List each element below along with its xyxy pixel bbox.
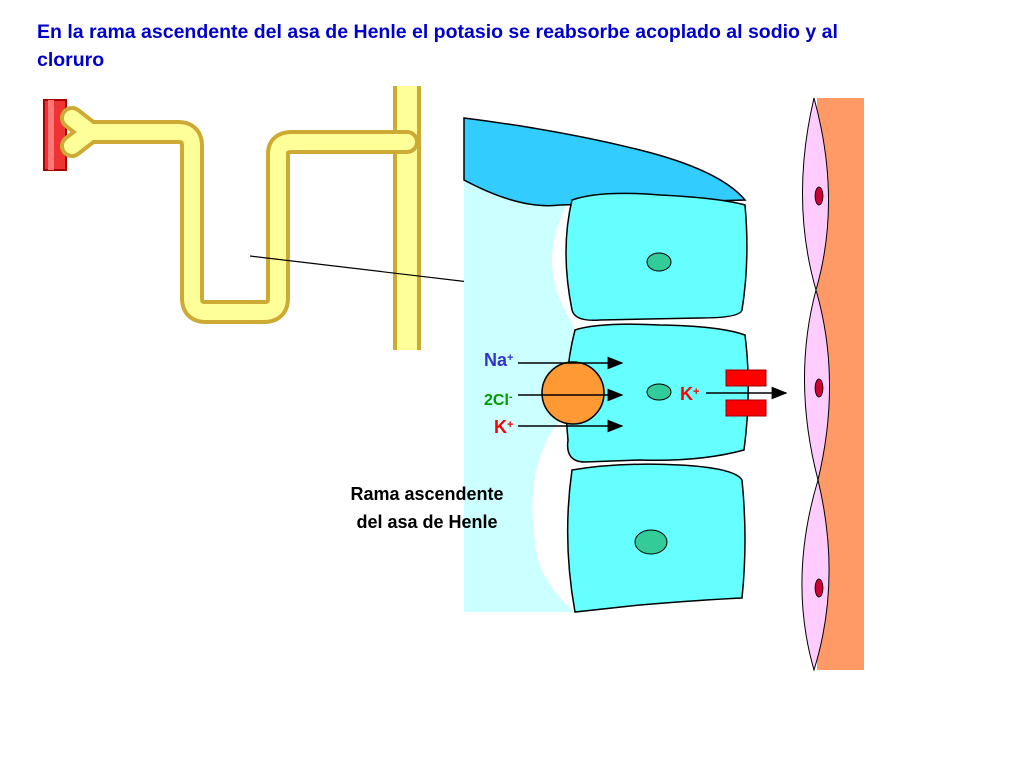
endothelial-nucleus-1 xyxy=(814,186,824,206)
cell-nucleus-middle xyxy=(646,383,672,401)
na-label: Na+ xyxy=(484,350,513,370)
slide-title: En la rama ascendente del asa de Henle e… xyxy=(37,21,838,71)
pointer-line xyxy=(249,255,487,285)
tubule-lumen xyxy=(464,118,583,612)
k-channel-lower xyxy=(725,399,767,417)
nkcc2-cotransporter xyxy=(541,361,605,425)
cell-nucleus-top xyxy=(646,252,672,272)
endothelial-nucleus-3 xyxy=(814,578,824,598)
diagram-caption-line1: Rama ascendente xyxy=(350,484,503,504)
cell-nucleus-bottom xyxy=(634,529,668,555)
endothelial-nucleus-2 xyxy=(814,378,824,398)
k-basolateral-label: K+ xyxy=(680,384,699,404)
diagram-caption-line2: del asa de Henle xyxy=(356,512,497,532)
k-channel-upper xyxy=(725,369,767,387)
k-apical-label: K+ xyxy=(494,417,513,437)
nephron-schematic xyxy=(43,86,487,350)
capillary-endothelium xyxy=(801,97,830,672)
nephron-tubule xyxy=(60,106,419,324)
apical-border xyxy=(463,117,747,207)
cl-label: 2Cl- xyxy=(484,391,513,409)
